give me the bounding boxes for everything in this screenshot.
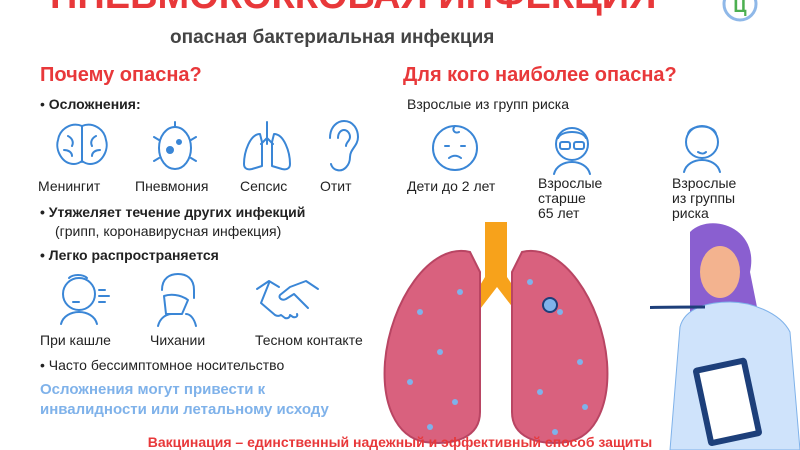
bacterium-icon — [153, 121, 197, 170]
label-cough: При кашле — [40, 332, 111, 348]
label-sepsis: Сепсис — [240, 178, 288, 194]
label-otitis: Отит — [320, 178, 352, 194]
section-heading-why: Почему опасна? — [40, 64, 202, 86]
point-spreads: • Легко распространяется — [40, 247, 219, 263]
point-carriage: • Часто бессимптомное носительство — [40, 357, 285, 373]
ear-icon — [329, 120, 359, 172]
point-worsens-note: (грипп, коронавирусная инфекция) — [55, 223, 282, 239]
brain-icon — [56, 123, 108, 165]
lungs-illustration — [383, 222, 609, 444]
baby-icon — [432, 125, 478, 171]
label-pneumonia: Пневмония — [135, 178, 209, 194]
subtitle: опасная бактериальная инфекция — [170, 27, 495, 48]
page-title: ПНЕВМОКОККОВАЯ ИНФЕКЦИЯ — [50, 0, 656, 18]
adult-icon — [683, 125, 721, 173]
label-meningitis: Менингит — [38, 178, 101, 194]
doctor-illustration — [650, 223, 800, 450]
handshake-icon — [256, 280, 319, 320]
label-sneeze: Чихании — [150, 332, 206, 348]
stethoscope-icon — [542, 297, 558, 313]
elderly-icon — [553, 127, 591, 175]
warning-line-2: инвалидности или летальному исходу — [40, 401, 329, 418]
cough-icon — [60, 274, 110, 325]
point-worsens: • Утяжеляет течение других инфекций — [40, 204, 306, 220]
complications-label: • Осложнения: — [40, 96, 141, 112]
svg-text:Ц: Ц — [733, 0, 747, 16]
section-heading-who: Для кого наиболее опасна? — [403, 64, 677, 86]
lungs-icon — [243, 121, 291, 171]
footer-message: Вакцинация – единственный надежный и эфф… — [147, 434, 653, 450]
sneeze-icon — [157, 273, 197, 327]
label-children: Дети до 2 лет — [407, 178, 496, 194]
logo-icon: Ц — [722, 0, 758, 22]
warning-line-1: Осложнения могут привести к — [40, 381, 266, 398]
risk-subheading: Взрослые из групп риска — [407, 96, 569, 112]
label-contact: Тесном контакте — [255, 332, 363, 348]
